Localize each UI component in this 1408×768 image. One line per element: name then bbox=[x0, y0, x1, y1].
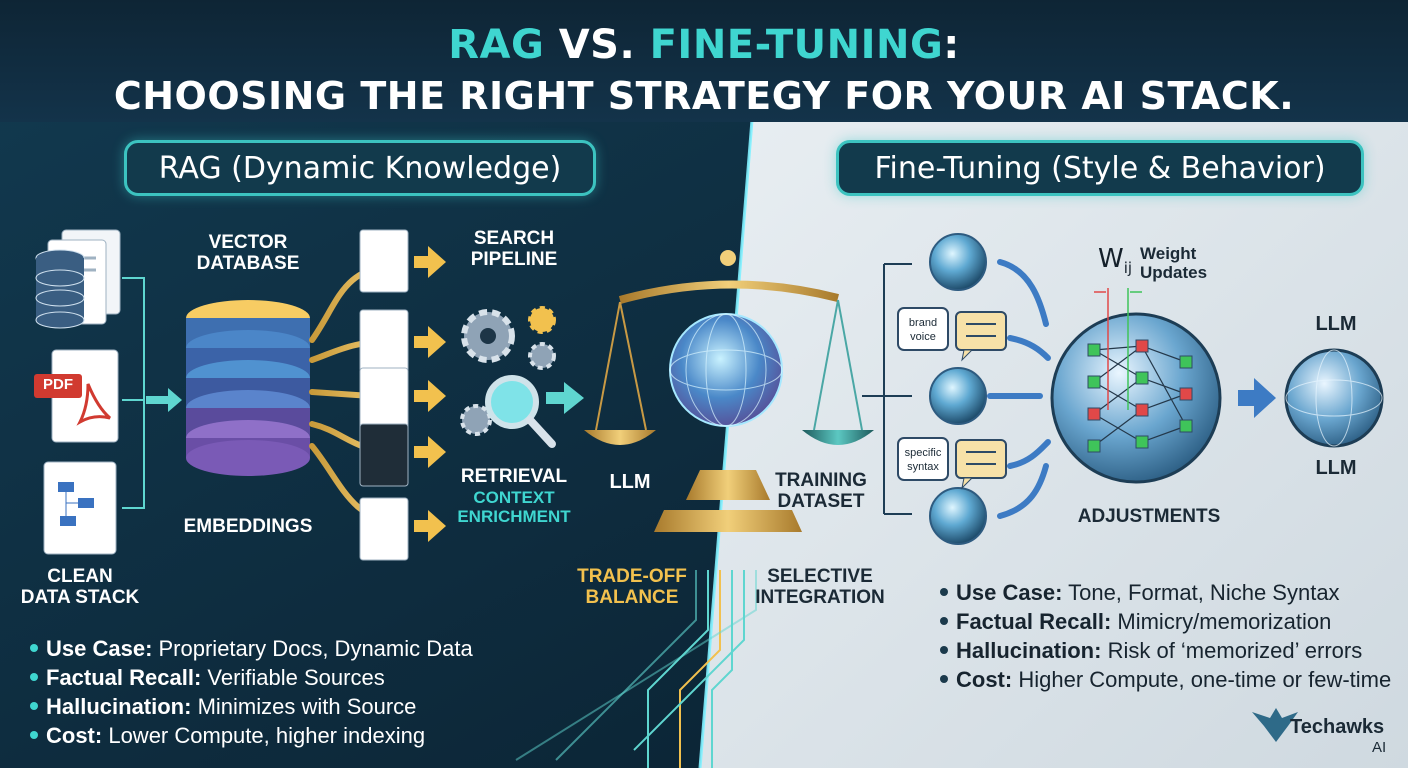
neural-network-nodes bbox=[1087, 339, 1193, 453]
clean-data-stack-label: CLEAN DATA STACK bbox=[20, 566, 140, 608]
rag-bullet-list: Use Case: Proprietary Docs, Dynamic Data… bbox=[30, 634, 473, 750]
training-dataset-label: TRAINING DATASET bbox=[775, 470, 867, 512]
dataset-branch-lines bbox=[862, 263, 912, 515]
llm-center-label: LLM bbox=[609, 471, 651, 493]
code-file-icon bbox=[43, 461, 117, 555]
techawks-logo bbox=[1252, 708, 1298, 742]
vector-database-label: VECTOR DATABASE bbox=[196, 232, 300, 274]
source-arrow bbox=[146, 388, 182, 412]
brand-voice-bubble: brand voice bbox=[897, 307, 1007, 362]
trade-off-balance-label: TRADE-OFF BALANCE bbox=[577, 566, 687, 608]
title-fine-tuning: FINE-TUNING bbox=[649, 22, 944, 68]
output-arrow bbox=[1238, 378, 1276, 418]
fine-tuning-bullet-list: Use Case: Tone, Format, Niche Syntax Fac… bbox=[940, 578, 1391, 694]
weight-updates-label: Weight Updates bbox=[1140, 244, 1208, 282]
weight-symbol: Wij bbox=[1098, 244, 1133, 278]
list-item: Hallucination: Risk of ‘memorized’ error… bbox=[940, 636, 1391, 665]
list-item: Hallucination: Minimizes with Source bbox=[30, 692, 473, 721]
curved-blue-arrows bbox=[987, 259, 1051, 519]
sphere-grid bbox=[669, 313, 783, 427]
svg-text:specific: specific bbox=[905, 447, 942, 459]
pdf-file-icon bbox=[34, 349, 119, 443]
source-connector bbox=[122, 277, 145, 509]
specific-syntax-bubble: specific syntax bbox=[897, 437, 1007, 490]
right-panel-bg bbox=[700, 120, 1408, 768]
title-vs: VS. bbox=[544, 22, 650, 68]
embeddings-label: EMBEDDINGS bbox=[183, 516, 313, 537]
list-item: Use Case: Proprietary Docs, Dynamic Data bbox=[30, 634, 473, 663]
svg-text:voice: voice bbox=[910, 331, 936, 343]
retrieval-arrow bbox=[546, 382, 584, 414]
page-title-line2: CHOOSING THE RIGHT STRATEGY FOR YOUR AI … bbox=[113, 74, 1295, 118]
context-enrichment-label: CONTEXT ENRICHMENT bbox=[457, 488, 571, 526]
llm-output-sphere bbox=[1284, 348, 1384, 448]
magnifier-icon bbox=[485, 375, 556, 448]
llm-core-sphere bbox=[669, 313, 783, 427]
title-rag: RAG bbox=[448, 22, 545, 68]
search-pipeline-label: SEARCH PIPELINE bbox=[470, 228, 558, 270]
vector-database-icon bbox=[186, 300, 310, 476]
svg-text:brand: brand bbox=[909, 317, 937, 329]
brand-sub: AI bbox=[1372, 739, 1387, 756]
server-icon bbox=[35, 229, 121, 329]
rag-section-header: RAG (Dynamic Knowledge) bbox=[124, 140, 596, 196]
gear-icon bbox=[460, 306, 556, 436]
list-item: Factual Recall: Verifiable Sources bbox=[30, 663, 473, 692]
balance-scale-icon bbox=[584, 250, 874, 532]
retrieval-label: RETRIEVAL bbox=[460, 466, 568, 487]
svg-text:syntax: syntax bbox=[907, 461, 939, 473]
title-band bbox=[0, 0, 1408, 122]
fine-tuning-section-header: Fine-Tuning (Style & Behavior) bbox=[836, 140, 1364, 196]
weight-update-markers bbox=[1094, 288, 1142, 410]
list-item: Factual Recall: Mimicry/memorization bbox=[940, 607, 1391, 636]
list-item: Cost: Higher Compute, one-time or few-ti… bbox=[940, 665, 1391, 694]
doc-stack-icons bbox=[359, 229, 409, 561]
pdf-label: PDF bbox=[43, 376, 73, 393]
llm-bottom-label: LLM bbox=[1315, 457, 1357, 479]
gold-arrows bbox=[414, 246, 446, 542]
list-item: Cost: Lower Compute, higher indexing bbox=[30, 721, 473, 750]
page-title-line1: RAG VS. FINE-TUNING: bbox=[0, 22, 1408, 68]
data-sphere-icons bbox=[929, 233, 987, 545]
llm-top-label: LLM bbox=[1315, 313, 1357, 335]
circuit-lines bbox=[515, 570, 757, 768]
adjustments-label: ADJUSTMENTS bbox=[1077, 506, 1221, 527]
title-colon: : bbox=[943, 22, 960, 68]
selective-integration-label: SELECTIVE INTEGRATION bbox=[755, 566, 885, 608]
list-item: Use Case: Tone, Format, Niche Syntax bbox=[940, 578, 1391, 607]
brand-name: Techawks bbox=[1290, 716, 1385, 738]
neural-network-sphere bbox=[1050, 312, 1222, 484]
